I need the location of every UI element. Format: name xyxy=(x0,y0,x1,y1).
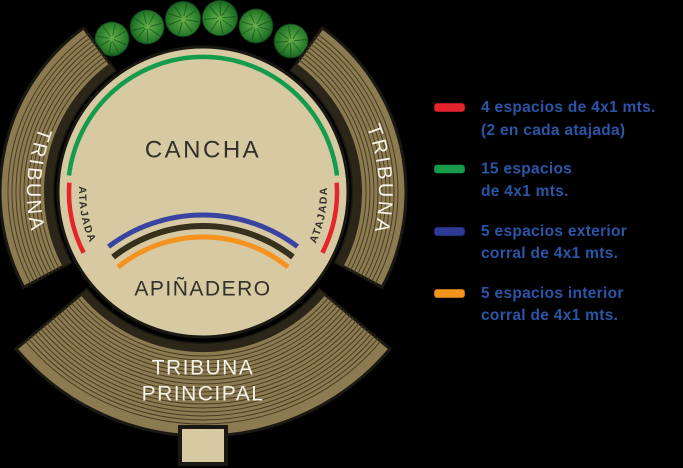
orange-interior-corral-arc xyxy=(116,234,290,270)
legend-item-4-line-2: corral de 4x1 mts. xyxy=(481,307,618,324)
cancha-label: CANCHA xyxy=(145,137,261,164)
tribuna-right-dark-band xyxy=(291,63,362,267)
tribuna-principal-rows xyxy=(16,289,390,425)
legend-swatch-orange xyxy=(433,288,466,299)
blue-exterior-corral-arc xyxy=(106,212,300,249)
legend-item-3-line-2: corral de 4x1 mts. xyxy=(481,245,618,262)
legend-swatch-red xyxy=(433,102,466,113)
legend: 4 espacios de 4x1 mts. (2 en cada atajad… xyxy=(433,99,656,324)
tribuna-left-dark-band xyxy=(44,63,115,267)
legend-item-4-line-1: 5 espacios interior xyxy=(481,285,624,302)
cancha-field xyxy=(56,45,350,339)
tribuna-principal-dark-band xyxy=(80,289,326,353)
legend-swatch-blue xyxy=(433,226,466,237)
legend-item-2-line-2: de 4x1 mts. xyxy=(481,183,569,200)
legend-item-2-line-1: 15 espacios xyxy=(481,161,572,178)
dark-corral-wall-arc xyxy=(111,223,295,260)
tribuna-principal-label-line2: PRINCIPAL xyxy=(142,383,265,406)
tribuna-principal-label-line1: TRIBUNA xyxy=(152,357,255,380)
legend-item-3-line-1: 5 espacios exterior xyxy=(481,223,627,240)
legend-item-1-line-1: 4 espacios de 4x1 mts. xyxy=(481,99,656,116)
green-spaces-arc xyxy=(66,54,340,176)
entrance-passage xyxy=(178,425,228,466)
red-atajada-arc-left xyxy=(66,182,86,254)
apinadero-label: APIÑADERO xyxy=(134,277,271,301)
tribuna-left-rows xyxy=(7,27,115,288)
tribuna-right-rows xyxy=(291,27,399,288)
red-atajada-arc-right xyxy=(320,182,340,254)
legend-swatch-green xyxy=(433,164,466,174)
legend-item-1-line-2: (2 en cada atajada) xyxy=(481,122,625,139)
